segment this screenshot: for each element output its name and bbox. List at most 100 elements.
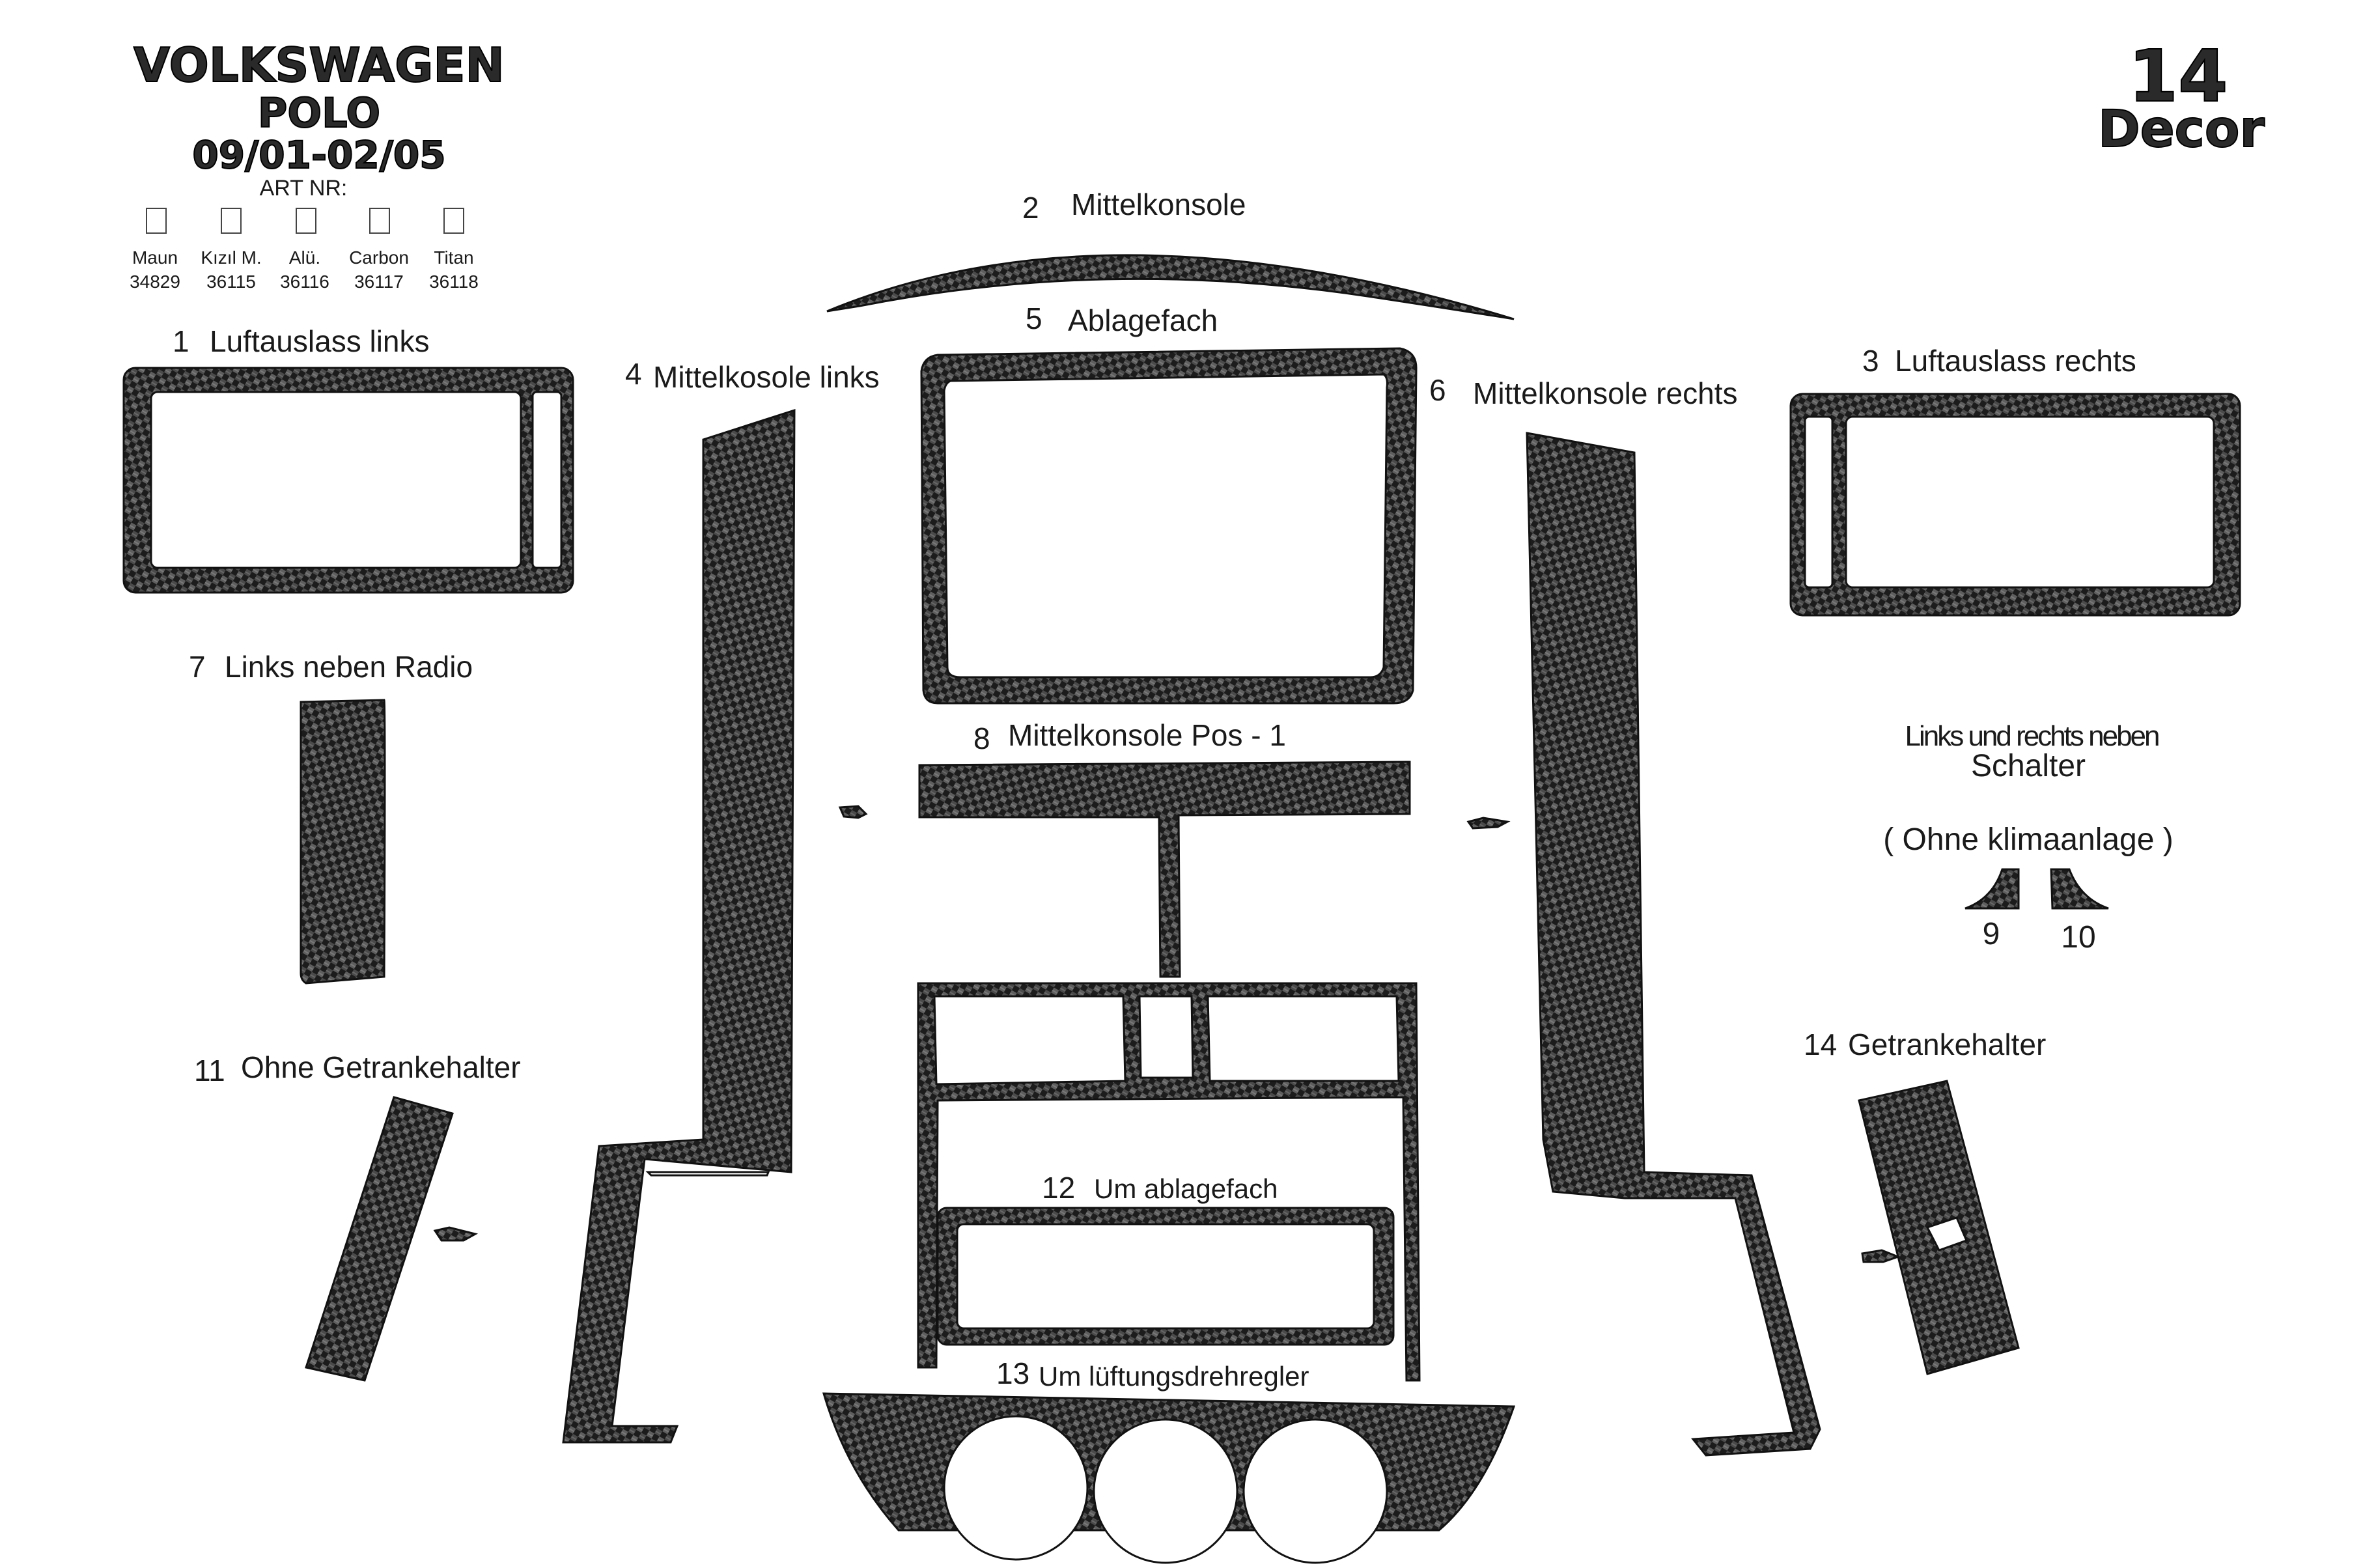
part-shape: [305, 1096, 454, 1382]
part-shape: [826, 254, 1515, 320]
part-label: Ohne Getrankehalter: [241, 1050, 521, 1084]
variant-name: Alü.: [289, 247, 320, 268]
clip-icon: [433, 1226, 479, 1242]
part-cutout: [1845, 415, 2215, 589]
part-number: 12: [1042, 1171, 1075, 1205]
variant-item[interactable]: Maun 34829: [130, 208, 180, 292]
variant-item[interactable]: Carbon 36117: [349, 208, 409, 292]
part-5-storage-frame[interactable]: [920, 347, 1418, 705]
part-number: 3: [1862, 344, 1879, 378]
part-label: Um ablagefach: [1094, 1173, 1278, 1204]
part-label: Mittelkosole links: [653, 360, 880, 394]
variant-list: Maun 34829 Kızıl M. 36115 Alü. 36116 Car…: [130, 208, 479, 292]
art-nr-label: ART NR:: [260, 176, 348, 201]
part-10-switch-right[interactable]: [2050, 868, 2109, 910]
variant-checkbox[interactable]: [443, 208, 464, 234]
variant-checkbox[interactable]: [221, 208, 242, 234]
part-label: Getrankehalter: [1848, 1028, 2046, 1061]
part-cutout: [933, 995, 1126, 1085]
part-cutout: [1138, 995, 1194, 1079]
part-shape: [918, 761, 1411, 978]
variant-code: 36116: [280, 272, 329, 292]
part-number: 6: [1429, 373, 1446, 407]
clip-icon: [1861, 1249, 1901, 1263]
variant-name: Maun: [132, 247, 178, 268]
note-line-3: ( Ohne klimaanlage ): [1883, 822, 2174, 857]
part-number: 2: [1022, 191, 1039, 225]
variant-item[interactable]: Kızıl M. 36115: [201, 208, 262, 292]
part-shape: [300, 699, 386, 985]
part-label: Um lüftungsdrehregler: [1039, 1361, 1309, 1392]
part-label: Ablagefach: [1068, 303, 1218, 337]
part-number: 10: [2061, 920, 2095, 955]
knob-cutout: [1093, 1418, 1238, 1564]
part-label: Luftauslass rechts: [1895, 344, 2136, 378]
part-3-vent-right[interactable]: [1789, 393, 2241, 617]
part-number: 14: [1804, 1028, 1837, 1061]
part-label: Mittelkonsole: [1071, 188, 1246, 221]
part-number: 7: [189, 650, 206, 684]
part-11-no-cupholder[interactable]: [305, 1096, 454, 1382]
part-cutout: [645, 1171, 770, 1177]
clip-icon: [838, 805, 868, 819]
piece-count: 14: [2128, 35, 2228, 118]
part-cutout: [150, 391, 522, 569]
knob-cutout: [943, 1415, 1089, 1561]
variant-code: 36115: [206, 272, 256, 292]
variant-code: 36118: [429, 272, 479, 292]
part-shape: [562, 408, 796, 1444]
variant-checkbox[interactable]: [296, 208, 316, 234]
part-14-cupholder[interactable]: [1858, 1080, 2020, 1375]
part-cutout: [531, 391, 563, 569]
part-8-console-bar[interactable]: [918, 761, 1411, 978]
part-cutout: [1804, 415, 1834, 589]
mounting-clip: [838, 805, 868, 819]
mounting-clip: [1861, 1249, 1901, 1263]
part-2-center-console-arc[interactable]: [826, 254, 1515, 320]
variant-code: 36117: [354, 272, 404, 292]
model-title: POLO: [258, 89, 380, 137]
part-cutout: [1925, 1216, 1968, 1252]
note-line-2: Schalter: [1971, 749, 2086, 783]
part-cutout: [956, 1223, 1375, 1330]
part-4-console-left[interactable]: [562, 408, 796, 1444]
part-number: 4: [625, 357, 642, 391]
part-label: Links neben Radio: [225, 650, 473, 684]
brand-title: VOLKSWAGEN: [133, 38, 505, 92]
part-9-switch-left[interactable]: [1965, 868, 2020, 910]
variant-checkbox[interactable]: [369, 208, 390, 234]
variant-name: Titan: [434, 247, 473, 268]
part-number: 8: [973, 721, 990, 755]
mounting-clip: [433, 1226, 479, 1242]
kit-type: Decor: [2098, 100, 2265, 159]
knob-cutout: [1242, 1418, 1388, 1564]
part-label: Mittelkonsole rechts: [1473, 376, 1738, 410]
variant-item[interactable]: Alü. 36116: [280, 208, 329, 292]
part-1-vent-left[interactable]: [122, 367, 574, 594]
part-cutout: [943, 373, 1388, 679]
part-13-knob-surround[interactable]: [822, 1392, 1516, 1564]
variant-checkbox[interactable]: [146, 208, 167, 234]
part-number: 5: [1026, 301, 1042, 335]
variant-code: 34829: [130, 272, 180, 292]
variant-item[interactable]: Titan 36118: [429, 208, 479, 292]
variant-name: Kızıl M.: [201, 247, 261, 268]
mounting-clip: [1466, 817, 1511, 830]
part-number: 13: [996, 1356, 1029, 1390]
part-number: 1: [173, 324, 189, 358]
year-range: 09/01-02/05: [192, 133, 445, 177]
part-shape: [1965, 868, 2020, 910]
part-cutout: [1207, 995, 1400, 1082]
part-6-console-right[interactable]: [1526, 432, 1821, 1457]
variant-name: Carbon: [349, 247, 409, 268]
part-shape: [2050, 868, 2109, 910]
part-12-storage-surround[interactable]: [936, 1207, 1395, 1346]
part-7-beside-radio[interactable]: [300, 699, 386, 985]
note-line-1: Links und rechts neben: [1905, 720, 2159, 752]
part-label: Luftauslass links: [210, 324, 430, 358]
part-number: 9: [1983, 917, 2000, 951]
console-lower-frame[interactable]: [917, 982, 1421, 1382]
part-label: Mittelkonsole Pos - 1: [1008, 718, 1286, 752]
part-number: 11: [194, 1054, 225, 1087]
